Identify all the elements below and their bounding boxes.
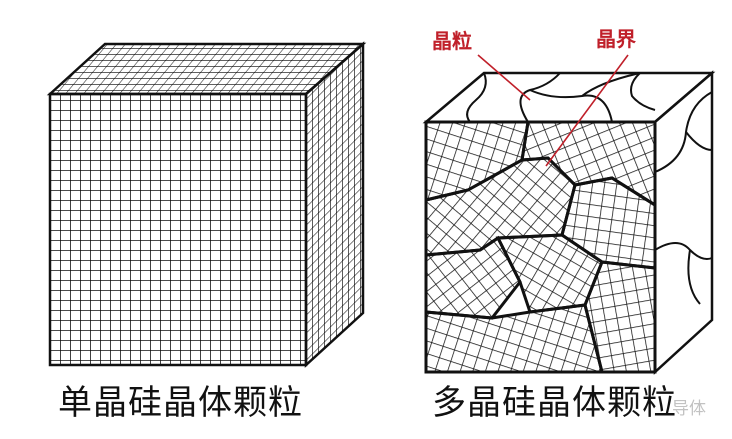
boundary-leader-line bbox=[545, 54, 629, 167]
watermark-text: 导体 bbox=[672, 399, 706, 419]
poly-side-grain-outlines bbox=[654, 91, 713, 305]
single-cube-side-face bbox=[304, 41, 365, 368]
single-cube-front-face bbox=[48, 92, 308, 367]
poly-top-grain-outlines bbox=[466, 72, 656, 123]
single-crystal-cube bbox=[46, 41, 367, 368]
grain-boundary-callout-label: 晶界 bbox=[596, 27, 636, 51]
polycrystal-caption: 多晶硅晶体颗粒 bbox=[432, 383, 677, 423]
poly-cube-side-face bbox=[653, 70, 714, 375]
grain-callout-label: 晶粒 bbox=[432, 29, 472, 53]
grain-leader-line bbox=[477, 54, 531, 101]
poly-front-grains bbox=[424, 120, 657, 374]
poly-cube-front-outline bbox=[424, 120, 657, 374]
polycrystal-cube bbox=[422, 54, 716, 375]
single-crystal-caption: 单晶硅晶体颗粒 bbox=[58, 383, 303, 423]
